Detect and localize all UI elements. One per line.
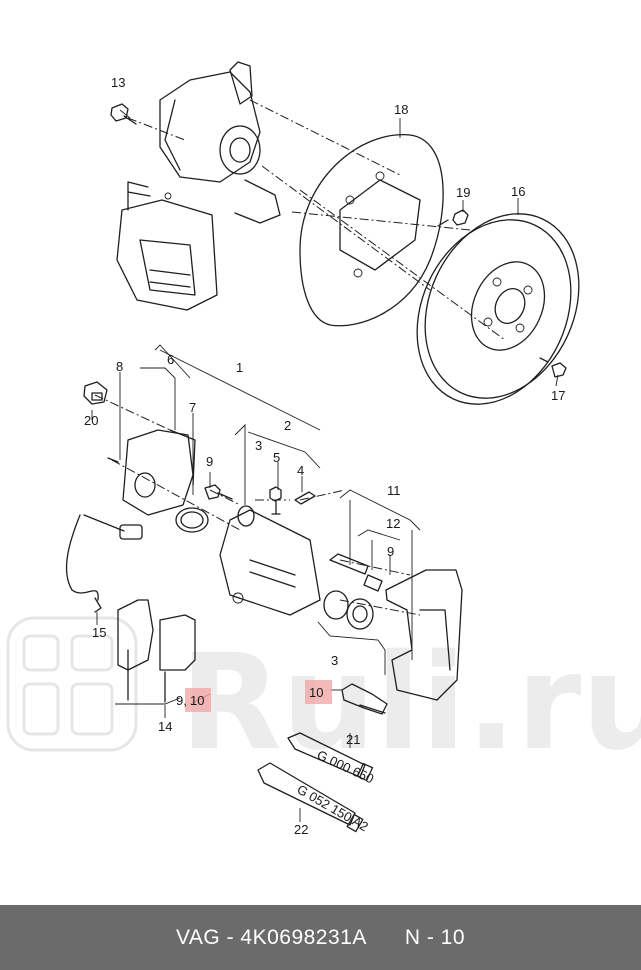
bracket-lines (91, 109, 559, 822)
callout-5: 5 (273, 450, 280, 465)
callout-11: 11 (387, 483, 401, 498)
footer-brand: VAG (175, 925, 221, 949)
callout-6: 6 (167, 352, 174, 367)
assembly-lines (94, 99, 506, 616)
callout-1: 1 (236, 360, 243, 375)
callout-16: 16 (511, 184, 525, 199)
callout-10-pads: 10 (190, 693, 204, 708)
callout-22: 22 (294, 822, 308, 837)
callout-19: 19 (456, 185, 470, 200)
footer-page: N - 10 (404, 925, 466, 949)
footer-sep: - (220, 925, 241, 949)
highlight-10-a (305, 680, 332, 704)
callout-3-upper: 3 (255, 438, 262, 453)
callout-7: 7 (189, 400, 196, 415)
guide-pin-9-boot-12 (329, 553, 383, 592)
sensor-20 (83, 381, 108, 405)
callout-9-middle: 9 (387, 544, 394, 559)
highlight-10-b (185, 688, 211, 712)
screw-17 (539, 357, 567, 378)
wear-sensor-15 (65, 514, 143, 613)
callout-9-pads: 9, (176, 693, 187, 708)
callout-20: 20 (84, 413, 98, 428)
callout-17: 17 (551, 388, 565, 403)
brake-disc-16 (416, 213, 580, 405)
callout-3-lower: 3 (331, 653, 338, 668)
callout-18: 18 (394, 102, 408, 117)
spring-clip-10 (341, 683, 388, 715)
footer-part-number: 4K0698231A (240, 925, 367, 949)
o-ring-7 (175, 507, 209, 533)
callout-8: 8 (116, 359, 123, 374)
callout-21: 21 (346, 732, 360, 747)
bolt-13 (110, 103, 137, 125)
callout-14: 14 (158, 719, 172, 734)
caliper-carrier-11 (385, 569, 463, 701)
caliper-assembly-top (116, 181, 218, 311)
callout-12: 12 (386, 516, 400, 531)
seal-ring-3 (323, 590, 374, 630)
callout-9-upper: 9 (206, 454, 213, 469)
bleed-parts-4-5 (269, 486, 316, 515)
parking-motor-caliper (107, 429, 196, 516)
footer-bar: VAG - 4K0698231A N - 10 (0, 905, 641, 970)
callout-13: 13 (111, 75, 125, 90)
callout-10-carrier: 10 (309, 685, 323, 700)
bolt-9 (204, 484, 233, 500)
callout-15: 15 (92, 625, 106, 640)
brake-pads-14 (115, 599, 196, 705)
watermark-text: Ruli.ru (180, 626, 641, 780)
wheel-hub-knuckle (159, 61, 281, 224)
caliper-body-3 (219, 505, 321, 616)
watermark: Ruli.ru (6, 616, 641, 780)
callout-4: 4 (297, 463, 304, 478)
brake-shield-18 (299, 134, 444, 327)
callout-2: 2 (284, 418, 291, 433)
exploded-brake-diagram: Ruli.ru (6, 61, 641, 837)
